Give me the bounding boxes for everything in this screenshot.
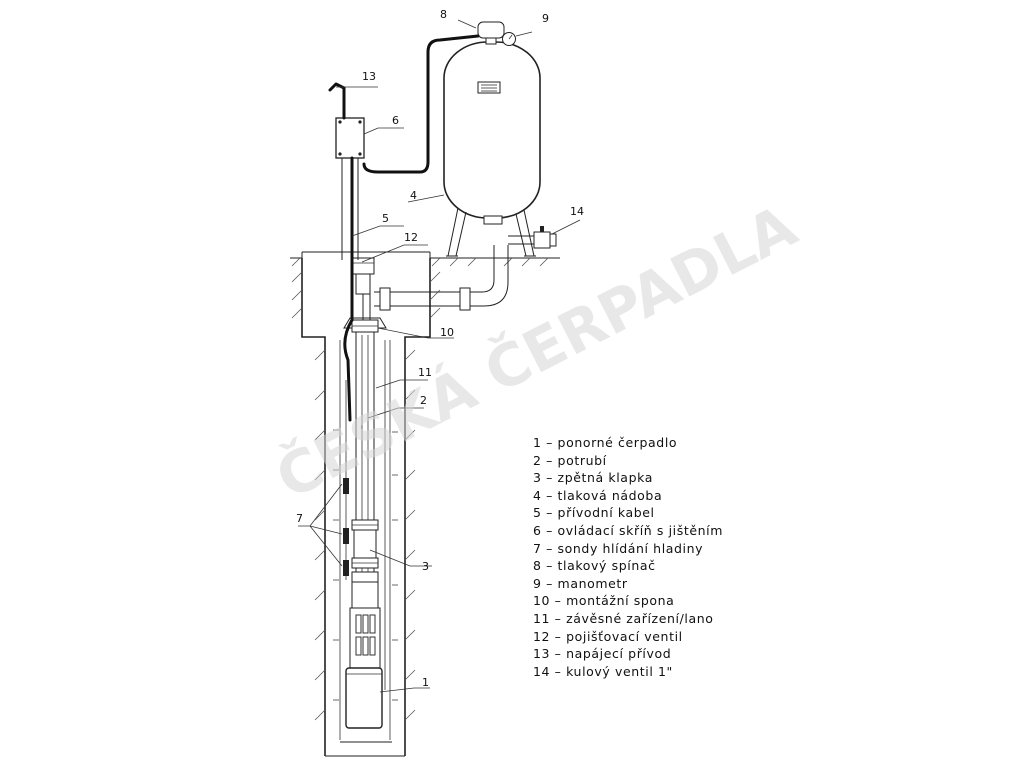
legend-item: 8 – tlakový spínač <box>533 558 656 574</box>
level-sensors <box>343 380 349 580</box>
legend-item: 6 – ovládací skříň s jištěním <box>533 522 724 538</box>
legend-item: 5 – přívodní kabel <box>533 505 655 521</box>
callout-8: 8 <box>440 8 447 21</box>
callout-14: 14 <box>570 205 584 218</box>
callout-13: 13 <box>362 70 376 83</box>
callout-2: 2 <box>420 394 427 407</box>
callout-6: 6 <box>392 114 399 127</box>
legend-item: 3 – zpětná klapka <box>533 470 653 486</box>
pressure-tank <box>443 41 541 257</box>
safety-valve <box>351 257 375 295</box>
ground-surface <box>290 251 560 267</box>
callout-4: 4 <box>410 189 417 202</box>
control-box <box>335 117 365 159</box>
legend-item: 10 – montážní spona <box>533 593 675 609</box>
callout-labels: 8 9 13 6 4 14 5 12 10 11 2 7 3 1 <box>296 8 584 689</box>
legend-item: 2 – potrubí <box>533 452 607 468</box>
callout-leaders <box>298 19 581 693</box>
legend-item: 4 – tlaková nádoba <box>533 487 663 503</box>
legend-item: 14 – kulový ventil 1" <box>533 663 673 679</box>
check-valve <box>351 519 379 583</box>
legend-item: 11 – závěsné zařízení/lano <box>533 610 714 626</box>
ball-valve <box>508 226 557 249</box>
legend-item: 9 – manometr <box>533 575 628 591</box>
legend-item: 7 – sondy hlídání hladiny <box>533 540 704 556</box>
callout-7: 7 <box>296 512 303 525</box>
callout-12: 12 <box>404 231 418 244</box>
callout-11: 11 <box>418 366 432 379</box>
discharge-pipe <box>362 245 509 320</box>
callout-1: 1 <box>422 676 429 689</box>
legend-item: 1 – ponorné čerpadlo <box>533 435 678 450</box>
callout-10: 10 <box>440 326 454 339</box>
callout-9: 9 <box>542 12 549 25</box>
callout-3: 3 <box>422 560 429 573</box>
legend-item: 12 – pojišťovací ventil <box>533 628 683 644</box>
submersible-pump <box>345 581 383 729</box>
mounting-clip <box>343 317 387 333</box>
well-shaft <box>291 258 441 757</box>
pressure-switch <box>477 21 505 45</box>
legend-item: 13 – napájecí přívod <box>533 646 672 662</box>
manometer-gauge <box>502 32 516 46</box>
callout-5: 5 <box>382 212 389 225</box>
legend-list: 1 – ponorné čerpadlo 2 – potrubí 3 – zpě… <box>533 434 723 680</box>
